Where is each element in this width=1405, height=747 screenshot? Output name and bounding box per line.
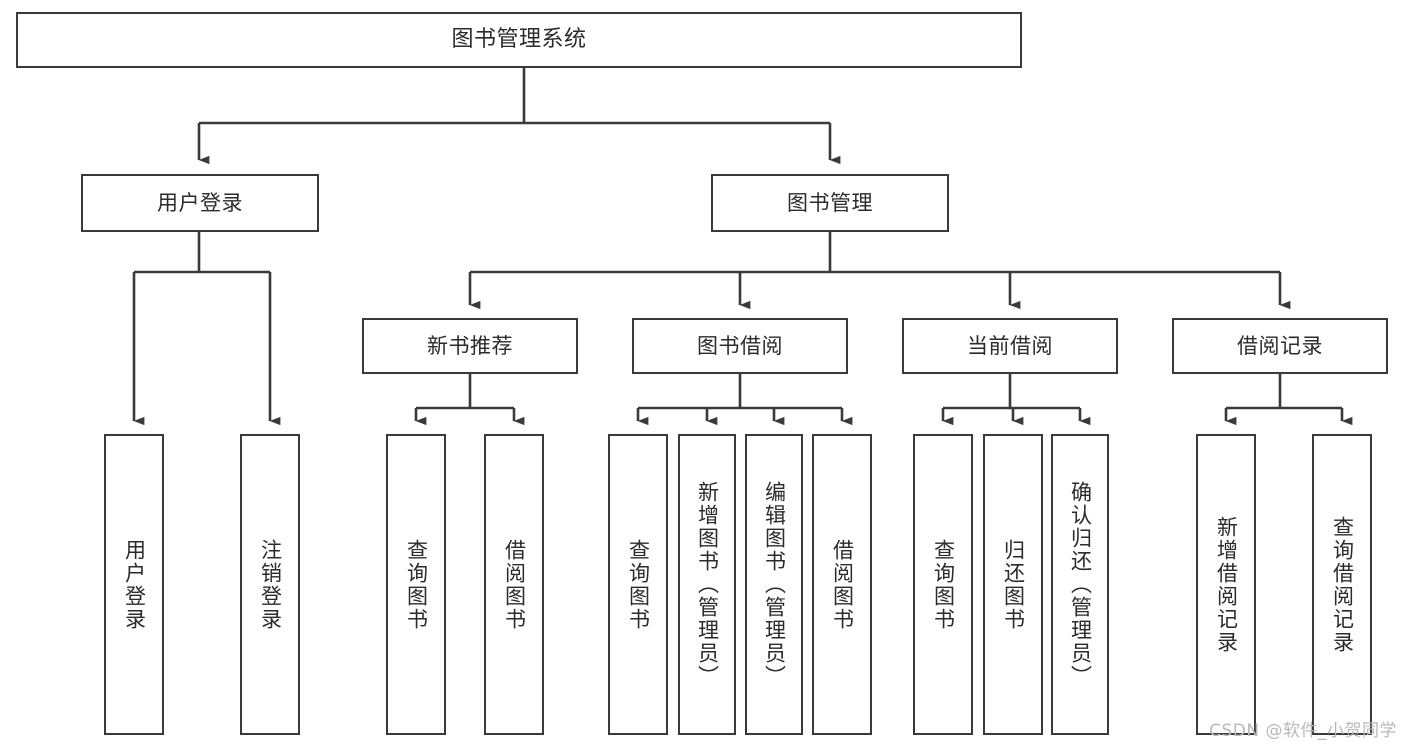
node-leaf-edit-book-label: 编辑图书（管理员） [762, 481, 787, 688]
node-new-book-rec[interactable]: 新书推荐 [362, 318, 578, 374]
node-new-book-rec-label: 新书推荐 [427, 333, 513, 358]
node-user-login[interactable]: 用户登录 [81, 174, 319, 232]
node-root-label: 图书管理系统 [451, 27, 587, 53]
node-leaf-user-login[interactable]: 用户登录 [104, 434, 164, 735]
node-book-manage[interactable]: 图书管理 [711, 174, 949, 232]
node-leaf-query-book-3[interactable]: 查询图书 [913, 434, 973, 735]
node-leaf-add-book-label: 新增图书（管理员） [695, 481, 720, 688]
node-leaf-user-login-label: 用户登录 [122, 538, 147, 631]
node-leaf-query-book-1-label: 查询图书 [404, 538, 429, 631]
node-leaf-borrow-book-2[interactable]: 借阅图书 [812, 434, 872, 735]
node-leaf-add-record-label: 新增借阅记录 [1214, 515, 1239, 654]
node-book-borrow[interactable]: 图书借阅 [632, 318, 848, 374]
node-leaf-borrow-book-2-label: 借阅图书 [830, 538, 855, 631]
node-leaf-edit-book[interactable]: 编辑图书（管理员） [745, 434, 803, 735]
node-leaf-confirm-return[interactable]: 确认归还（管理员） [1051, 434, 1109, 735]
node-book-borrow-label: 图书借阅 [697, 333, 783, 358]
node-leaf-query-book-2-label: 查询图书 [626, 538, 651, 631]
node-borrow-record-label: 借阅记录 [1237, 333, 1323, 358]
node-leaf-borrow-book-1-label: 借阅图书 [502, 538, 527, 631]
node-leaf-query-book-2[interactable]: 查询图书 [608, 434, 668, 735]
node-leaf-return-book-label: 归还图书 [1001, 538, 1026, 631]
node-leaf-query-book-3-label: 查询图书 [931, 538, 956, 631]
node-leaf-query-record[interactable]: 查询借阅记录 [1312, 434, 1372, 735]
node-leaf-user-logout[interactable]: 注销登录 [240, 434, 300, 735]
node-current-borrow-label: 当前借阅 [967, 333, 1053, 358]
node-user-login-label: 用户登录 [157, 190, 243, 215]
node-current-borrow[interactable]: 当前借阅 [902, 318, 1118, 374]
node-borrow-record[interactable]: 借阅记录 [1172, 318, 1388, 374]
node-leaf-user-logout-label: 注销登录 [258, 538, 283, 631]
node-leaf-query-book-1[interactable]: 查询图书 [386, 434, 446, 735]
node-root[interactable]: 图书管理系统 [16, 12, 1022, 68]
node-leaf-return-book[interactable]: 归还图书 [983, 434, 1043, 735]
node-leaf-confirm-return-label: 确认归还（管理员） [1068, 481, 1093, 688]
node-leaf-add-record[interactable]: 新增借阅记录 [1196, 434, 1256, 735]
node-leaf-add-book[interactable]: 新增图书（管理员） [678, 434, 736, 735]
node-leaf-query-record-label: 查询借阅记录 [1330, 515, 1355, 654]
node-book-manage-label: 图书管理 [787, 190, 873, 215]
node-leaf-borrow-book-1[interactable]: 借阅图书 [484, 434, 544, 735]
